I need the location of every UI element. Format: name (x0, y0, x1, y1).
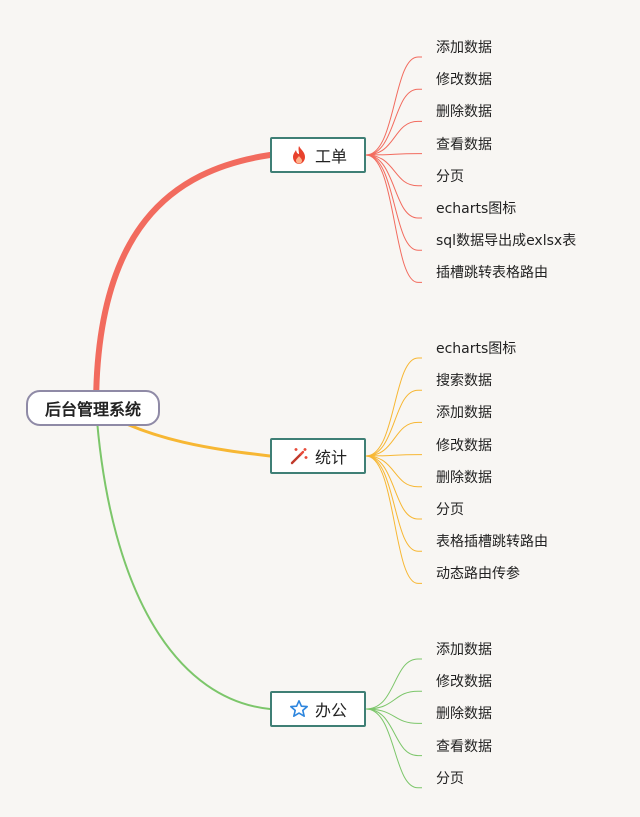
leaf-connector (365, 357, 422, 457)
leaf-item[interactable]: 表格插槽跳转路由 (436, 534, 548, 551)
branch-node-statistics[interactable]: 统计 (270, 438, 366, 474)
leaf-item[interactable]: 修改数据 (436, 674, 492, 691)
leaf-item[interactable]: 动态路由传参 (436, 566, 520, 583)
magic-wand-icon (289, 446, 309, 466)
leaf-item[interactable]: 查看数据 (436, 738, 492, 755)
leaf-connector (365, 708, 422, 757)
leaf-connector (365, 658, 422, 710)
leaf-item[interactable]: 添加数据 (436, 405, 492, 422)
leaf-connector (365, 455, 422, 520)
leaf-connector (365, 154, 422, 283)
leaf-connector (365, 154, 422, 187)
leaf-item[interactable]: 修改数据 (436, 437, 492, 454)
leaf-lines-office (365, 658, 422, 789)
leaf-connector (365, 708, 422, 789)
leaf-item[interactable]: 删除数据 (436, 706, 492, 723)
leaf-item[interactable]: 查看数据 (436, 136, 492, 153)
branch-label-office: 办公 (314, 701, 347, 720)
leaf-item[interactable]: 分页 (436, 502, 464, 518)
leaf-connector (365, 389, 422, 457)
branch-node-workorder[interactable]: 工单 (270, 137, 366, 173)
trunk-line-office (95, 407, 271, 710)
leaf-item[interactable]: 添加数据 (436, 40, 492, 56)
leaf-item[interactable]: sql数据导出成exlsx表 (436, 233, 577, 250)
root-node[interactable]: 后台管理系统 (26, 390, 160, 426)
branch-node-office[interactable]: 办公 (270, 691, 366, 727)
branch-label-statistics: 统计 (314, 448, 347, 467)
leaf-connector (365, 88, 422, 156)
leaf-item[interactable]: 删除数据 (436, 104, 492, 121)
leaf-item[interactable]: echarts图标 (436, 201, 517, 217)
leaf-connector (365, 154, 422, 219)
leaf-item[interactable]: 插槽跳转表格路由 (436, 265, 548, 282)
root-label: 后台管理系统 (44, 400, 141, 419)
branch-label-workorder: 工单 (314, 147, 347, 166)
fire-icon (289, 145, 309, 165)
leaf-connector (365, 690, 422, 710)
leaf-item[interactable]: 分页 (436, 770, 464, 787)
leaf-item[interactable]: echarts图标 (436, 341, 517, 357)
leaf-connector (365, 455, 422, 584)
leaf-item[interactable]: 删除数据 (436, 469, 492, 486)
leaf-connector (365, 454, 422, 457)
leaf-lines-workorder (365, 56, 422, 283)
star-icon (289, 699, 309, 719)
leaf-item[interactable]: 分页 (436, 168, 464, 185)
leaf-item[interactable]: 搜索数据 (436, 373, 492, 390)
leaf-connector (365, 708, 422, 724)
leaf-connector (365, 154, 422, 251)
leaf-item[interactable]: 修改数据 (436, 72, 492, 89)
leaf-connector (365, 153, 422, 156)
trunk-line-workorder (93, 152, 273, 411)
leaf-item[interactable]: 添加数据 (436, 642, 492, 658)
leaf-connector (365, 120, 422, 156)
leaf-connector (365, 455, 422, 552)
leaf-connector (365, 455, 422, 488)
leaf-connector (365, 56, 422, 156)
leaf-connector (365, 421, 422, 457)
leaf-lines-statistics (365, 357, 422, 584)
